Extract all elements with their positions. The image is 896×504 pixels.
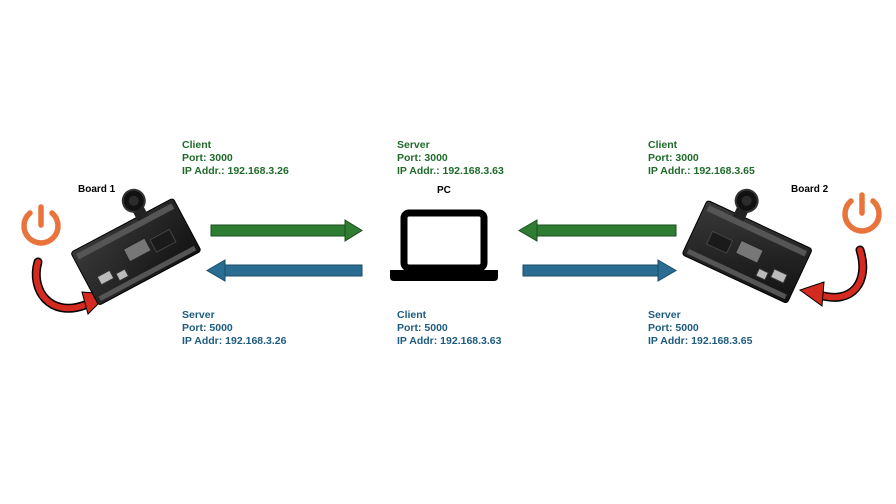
camera-board-icon	[71, 188, 201, 305]
board2-client-role: Client	[648, 139, 678, 151]
pc-title: PC	[437, 185, 451, 196]
pc-client-role: Client	[397, 309, 427, 321]
power-icon	[842, 192, 882, 234]
camera-board-icon	[682, 188, 812, 304]
board2-client-ip: IP Addr.: 192.168.3.65	[648, 165, 755, 177]
board1-server-role: Server	[182, 309, 215, 321]
board1-title: Board 1	[78, 184, 116, 195]
board2-client-port: Port: 3000	[648, 152, 699, 164]
pc-client-ip: IP Addr: 192.168.3.63	[397, 335, 502, 347]
pc-server-label: Server Port: 3000 IP Addr.: 192.168.3.63	[397, 139, 504, 178]
curved-arrow-icon	[798, 245, 868, 307]
board1-client-role: Client	[182, 139, 212, 151]
pc-server-port: Port: 3000	[397, 152, 448, 164]
board2-server-role: Server	[648, 309, 681, 321]
arrow-pc-to-board1	[206, 259, 363, 282]
board1-client-port: Port: 3000	[182, 152, 233, 164]
board1-client-ip: IP Addr.: 192.168.3.26	[182, 165, 289, 177]
arrow-board1-to-pc	[210, 219, 363, 242]
pc-client-label: Client Port: 5000 IP Addr: 192.168.3.63	[397, 309, 501, 348]
board1-server-label: Server Port: 5000 IP Addr: 192.168.3.26	[182, 309, 286, 348]
arrow-board2-to-pc	[518, 219, 677, 242]
laptop-icon	[390, 209, 498, 281]
power-icon	[21, 204, 61, 246]
arrow-pc-to-board2	[522, 259, 677, 282]
board2-title: Board 2	[791, 184, 829, 195]
pc-server-role: Server	[397, 139, 430, 151]
board2-client-label: Client Port: 3000 IP Addr.: 192.168.3.65	[648, 139, 755, 178]
pc-server-ip: IP Addr.: 192.168.3.63	[397, 165, 504, 177]
board1-server-port: Port: 5000	[182, 322, 233, 334]
board1-server-ip: IP Addr: 192.168.3.26	[182, 335, 287, 347]
board2-server-port: Port: 5000	[648, 322, 699, 334]
board2-server-label: Server Port: 5000 IP Addr: 192.168.3.65	[648, 309, 752, 348]
board2-server-ip: IP Addr: 192.168.3.65	[648, 335, 753, 347]
pc-client-port: Port: 5000	[397, 322, 448, 334]
board1-client-label: Client Port: 3000 IP Addr.: 192.168.3.26	[182, 139, 289, 178]
